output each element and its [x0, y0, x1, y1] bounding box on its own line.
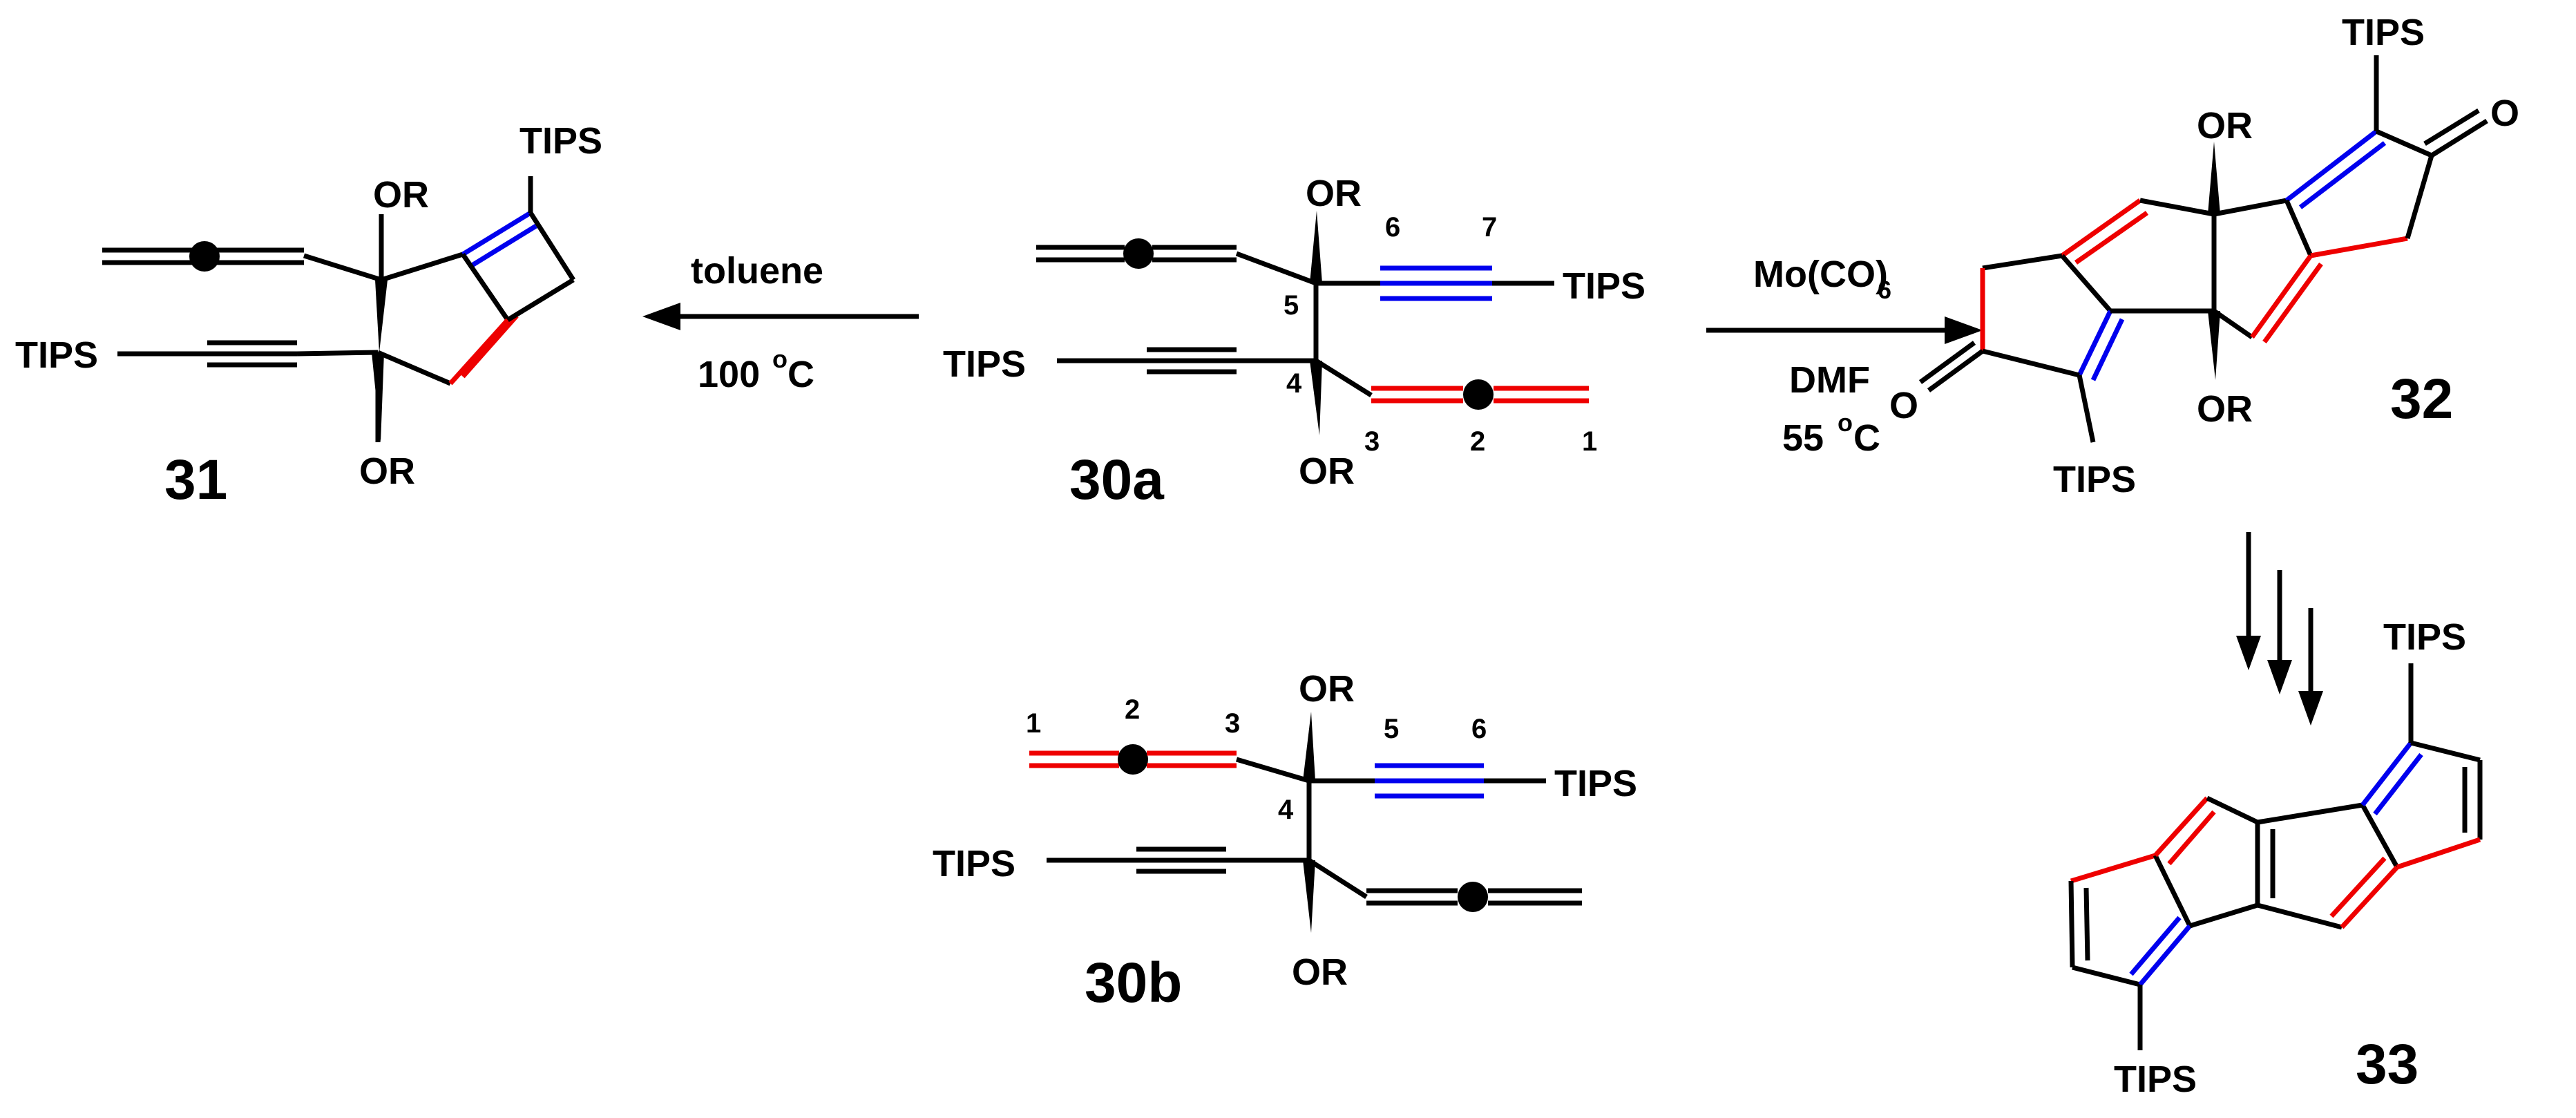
- atom-number-30b-2: 2: [1125, 694, 1140, 725]
- condition-right-reagent-subscript: 6: [1878, 276, 1891, 304]
- compound-30b-structure: [1029, 712, 1582, 933]
- or-label-32-bottom: OR: [2197, 388, 2253, 430]
- compound-label-30a: 30a: [1069, 448, 1165, 511]
- reaction-arrow-right: [1706, 316, 1983, 344]
- multistep-arrows: [2236, 532, 2323, 726]
- atom-number-30b-5: 5: [1384, 714, 1399, 744]
- condition-right-degree: o: [1838, 408, 1853, 437]
- tips-label-31-ring: TIPS: [519, 120, 602, 162]
- tips-label-31-alkyne: TIPS: [15, 334, 98, 376]
- allene-31: [102, 241, 383, 283]
- or-label-30b-top: OR: [1299, 668, 1355, 710]
- condition-right-reagent: Mo(CO): [1753, 254, 1888, 295]
- condition-right-temp-value: 55: [1782, 417, 1824, 459]
- or-label-31-bottom: OR: [359, 451, 415, 492]
- condition-right-temp-unit: C: [1853, 417, 1880, 459]
- compound-30a-structure: [1036, 211, 1589, 435]
- atom-number-30b-4: 4: [1278, 795, 1294, 825]
- tips-label-32-top: TIPS: [2342, 12, 2425, 53]
- atom-number-30a-4: 4: [1286, 368, 1302, 399]
- oxygen-label-32-left: O: [1889, 385, 1918, 426]
- tips-label-30b-left: TIPS: [933, 843, 1015, 884]
- oxygen-label-32-right: O: [2490, 93, 2519, 134]
- or-label-30a-top: OR: [1306, 173, 1362, 214]
- condition-left-degree: o: [772, 345, 788, 373]
- tips-label-33-bottom: TIPS: [2114, 1059, 2197, 1100]
- or-label-30b-bottom: OR: [1292, 951, 1348, 993]
- condition-right-solvent: DMF: [1789, 359, 1870, 401]
- condition-left-solvent: toluene: [691, 250, 823, 292]
- compound-label-30b: 30b: [1085, 951, 1182, 1014]
- compound-32-structure: [1918, 55, 2488, 443]
- tips-label-32-bottom: TIPS: [2053, 459, 2136, 500]
- tips-label-30b-right: TIPS: [1554, 763, 1637, 804]
- atom-number-30b-6: 6: [1471, 714, 1487, 744]
- condition-left-temp-value: 100: [698, 354, 760, 395]
- or-label-30a-bottom: OR: [1299, 451, 1355, 492]
- or-label-32-top: OR: [2197, 105, 2253, 146]
- atom-number-30a-5: 5: [1284, 290, 1299, 321]
- compound-label-31: 31: [164, 448, 227, 511]
- atom-number-30a-6: 6: [1385, 212, 1400, 243]
- reaction-arrow-left: [642, 303, 919, 330]
- condition-left-temp-unit: C: [788, 354, 814, 395]
- atom-number-30a-3: 3: [1364, 426, 1380, 457]
- compound-31-structure: [102, 176, 575, 442]
- atom-number-30a-7: 7: [1482, 212, 1497, 243]
- atom-number-30a-1: 1: [1582, 426, 1597, 457]
- atom-number-30a-2: 2: [1470, 426, 1485, 457]
- tips-label-30a-right: TIPS: [1563, 265, 1645, 307]
- atom-number-30b-1: 1: [1026, 708, 1041, 739]
- atom-number-30b-3: 3: [1225, 708, 1240, 739]
- compound-label-32: 32: [2390, 368, 2453, 430]
- tips-label-33-top: TIPS: [2383, 616, 2466, 658]
- compound-33-structure: [2068, 663, 2483, 1050]
- tips-label-30a-left: TIPS: [943, 343, 1026, 385]
- or-label-31-top: OR: [373, 174, 429, 216]
- compound-label-33: 33: [2356, 1033, 2418, 1096]
